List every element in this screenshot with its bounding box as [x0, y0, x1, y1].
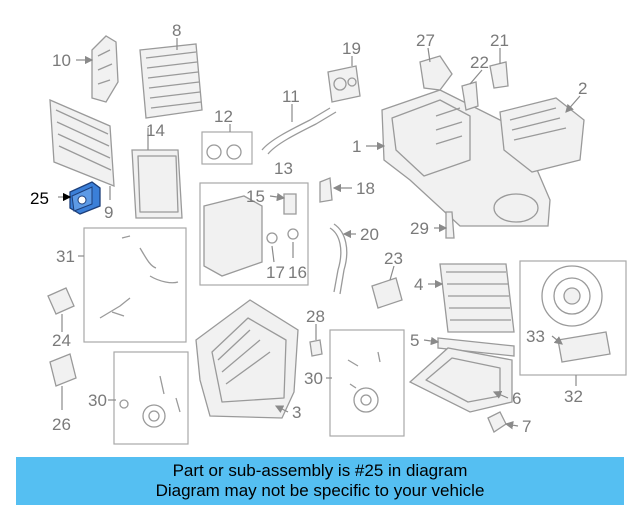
part-8-heater-core [139, 43, 203, 119]
callout-5: 5 [410, 331, 419, 350]
callout-14: 14 [146, 121, 165, 140]
callout-21: 21 [490, 31, 509, 50]
group-box-30-left [113, 351, 189, 445]
callout-8: 8 [172, 21, 181, 40]
callout-7: 7 [522, 417, 531, 436]
callout-18: 18 [356, 179, 375, 198]
callout-2: 2 [578, 79, 587, 98]
banner-line-2: Diagram may not be specific to your vehi… [155, 481, 485, 500]
callout-12: 12 [214, 107, 233, 126]
callout-26: 26 [52, 415, 71, 434]
callout-16: 16 [288, 263, 307, 282]
callout-30-left: 30 [88, 391, 107, 410]
callout-20: 20 [360, 225, 379, 244]
part-19-grommet [327, 65, 361, 103]
banner-line-1: Part or sub-assembly is #25 in diagram [172, 461, 468, 480]
callout-22: 22 [470, 53, 489, 72]
callout-9: 9 [104, 203, 113, 222]
callout-1: 1 [352, 137, 361, 156]
callout-19: 19 [342, 39, 361, 58]
info-banner: Part or sub-assembly is #25 in diagram D… [16, 457, 624, 505]
callout-33: 33 [526, 327, 545, 346]
part-10-bracket [91, 35, 119, 103]
part-9-evaporator [49, 98, 115, 187]
callout-6: 6 [512, 389, 521, 408]
part-3-lower-housing [195, 299, 299, 419]
callout-10: 10 [52, 51, 71, 70]
callout-3: 3 [292, 403, 301, 422]
group-box-13 [199, 182, 309, 286]
callout-28: 28 [306, 307, 325, 326]
callout-13: 13 [274, 159, 293, 178]
callout-32: 32 [564, 387, 583, 406]
callout-31: 31 [56, 247, 75, 266]
part-14-filter [131, 149, 183, 219]
actuator-part-25[interactable] [69, 181, 101, 215]
group-box-31 [83, 227, 187, 343]
callout-30-right: 30 [304, 369, 323, 388]
callout-29: 29 [410, 219, 429, 238]
callout-23: 23 [384, 249, 403, 268]
group-box-12 [201, 131, 253, 165]
callout-11: 11 [282, 87, 300, 106]
callout-4: 4 [414, 275, 423, 294]
group-box-32 [519, 260, 627, 376]
parts-diagram: 25 10 8 19 27 22 21 2 1 11 12 14 9 13 15… [30, 21, 627, 445]
callout-27: 27 [416, 31, 435, 50]
part-11-pipe [261, 107, 337, 155]
group-box-30-right [329, 329, 405, 437]
callout-15: 15 [246, 187, 265, 206]
callout-25: 25 [30, 189, 49, 208]
callout-24: 24 [52, 331, 71, 350]
callout-17: 17 [266, 263, 285, 282]
